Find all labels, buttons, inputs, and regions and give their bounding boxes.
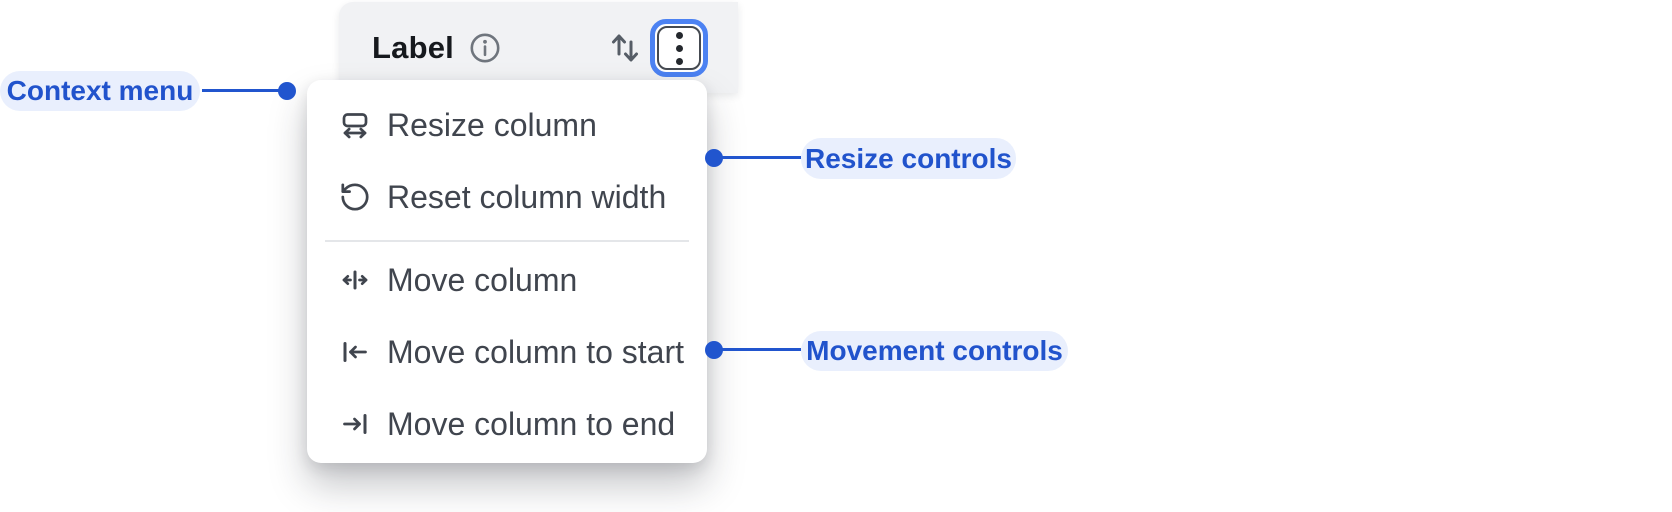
column-context-menu: Resize column Reset column width Move co… bbox=[307, 80, 707, 463]
column-menu-button[interactable] bbox=[650, 19, 708, 77]
menu-item-reset-column-width[interactable]: Reset column width bbox=[307, 161, 707, 233]
menu-item-label: Move column to end bbox=[387, 405, 676, 442]
annotation-dot-context-menu bbox=[278, 82, 296, 100]
column-title: Label bbox=[372, 29, 454, 65]
rotate-ccw-icon bbox=[338, 180, 372, 214]
annotation-line-context-menu bbox=[202, 89, 280, 92]
menu-item-move-column[interactable]: Move column bbox=[307, 244, 707, 316]
annotation-dot-resize-controls bbox=[705, 149, 723, 167]
menu-item-label: Move column bbox=[387, 261, 578, 298]
arrow-to-start-icon bbox=[338, 335, 372, 369]
column-header: Label bbox=[339, 2, 738, 93]
menu-item-label: Reset column width bbox=[387, 178, 667, 215]
annotation-dot-movement-controls bbox=[705, 341, 723, 359]
menu-item-label: Move column to start bbox=[387, 333, 684, 370]
menu-item-move-column-to-start[interactable]: Move column to start bbox=[307, 316, 707, 388]
annotation-line-movement-controls bbox=[721, 348, 801, 351]
annotation-movement-controls: Movement controls bbox=[801, 331, 1068, 371]
annotation-resize-controls: Resize controls bbox=[801, 138, 1016, 179]
annotation-line-resize-controls bbox=[721, 156, 801, 159]
menu-item-label: Resize column bbox=[387, 106, 597, 143]
menu-divider bbox=[325, 240, 689, 242]
annotation-context-menu: Context menu bbox=[0, 71, 200, 111]
vertical-ellipsis-icon bbox=[657, 26, 701, 70]
resize-horizontal-icon bbox=[338, 108, 372, 142]
move-horizontal-icon bbox=[338, 263, 372, 297]
arrow-to-end-icon bbox=[338, 407, 372, 441]
info-icon[interactable] bbox=[468, 31, 502, 65]
menu-item-resize-column[interactable]: Resize column bbox=[307, 89, 707, 161]
sort-icon[interactable] bbox=[605, 28, 645, 68]
menu-item-move-column-to-end[interactable]: Move column to end bbox=[307, 388, 707, 460]
